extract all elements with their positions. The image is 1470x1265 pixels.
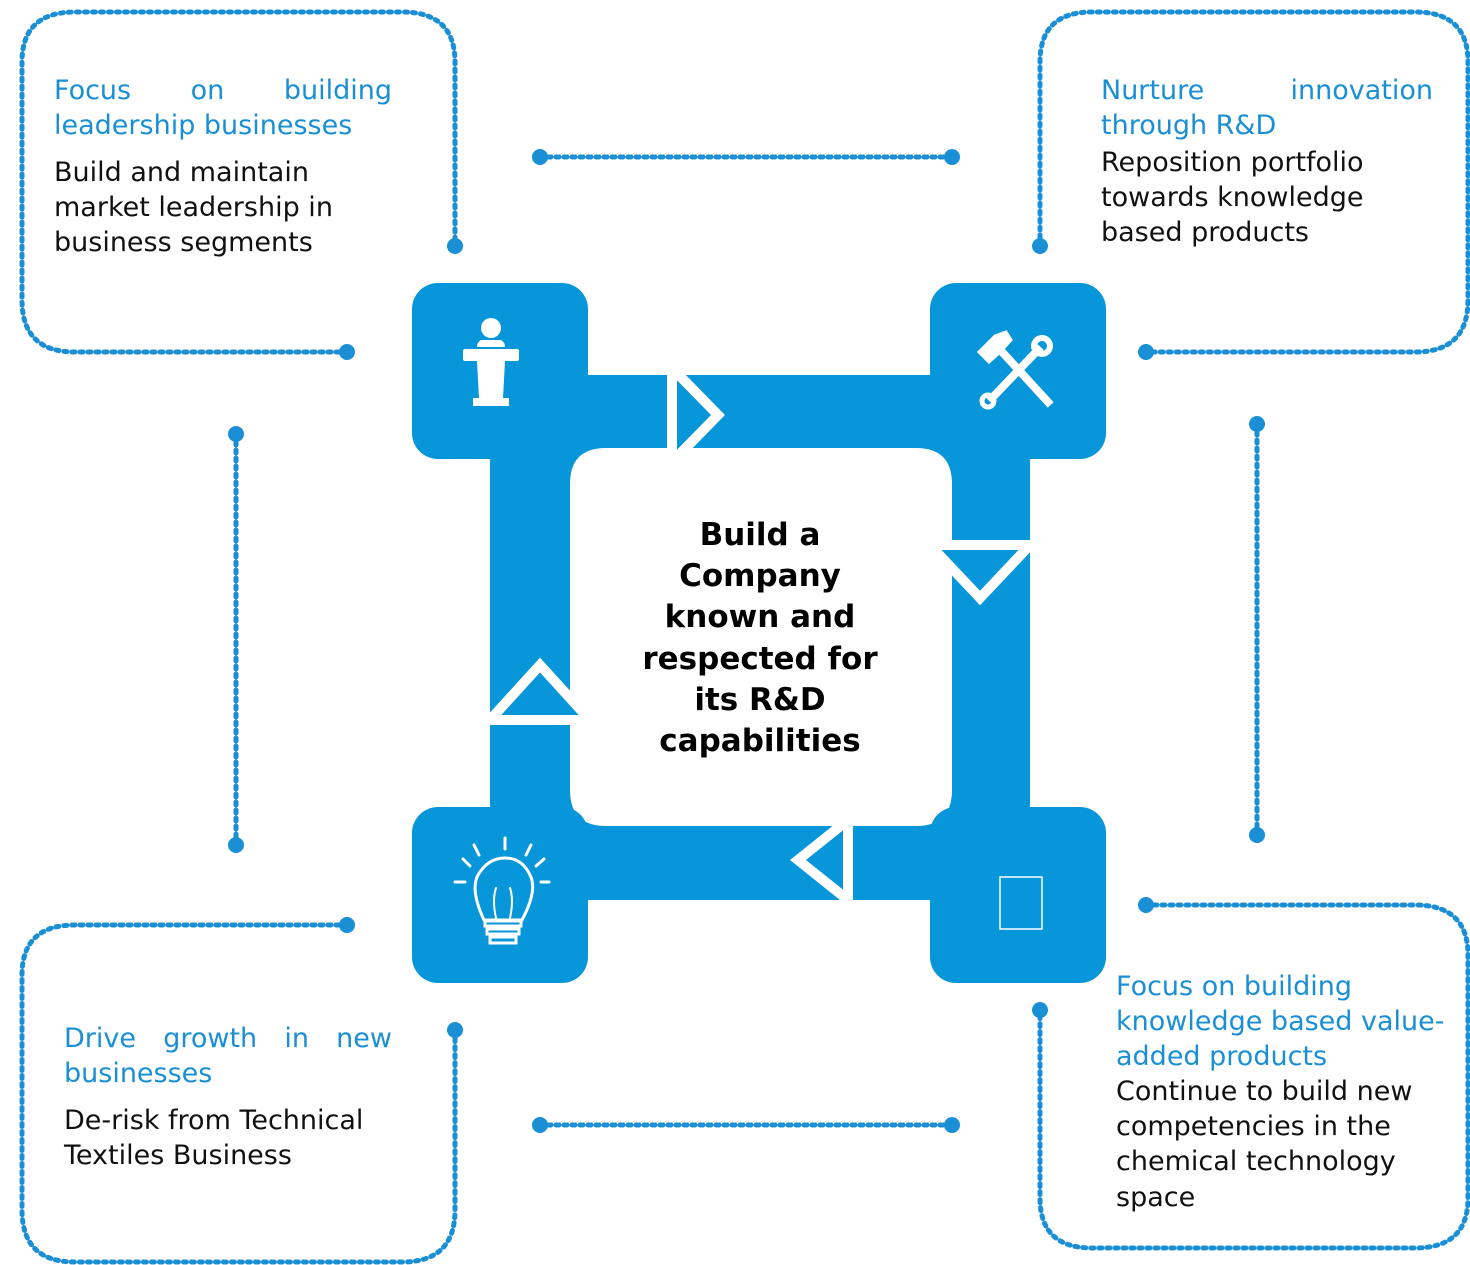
frame-top-left <box>19 9 458 355</box>
box-top-left: Focus on building leadership businesses … <box>54 73 392 260</box>
end-dot <box>1032 1002 1048 1018</box>
end-dot <box>447 1022 463 1038</box>
end-dot <box>1249 827 1265 843</box>
box-title: Nurture innovation through R&D <box>1101 75 1433 142</box>
box-top-right: Nurture innovation through R&D Repositio… <box>1101 73 1433 250</box>
arrow-down <box>918 540 1042 606</box>
tools-icon <box>976 330 1054 410</box>
box-title: Focus on building leadership businesses <box>54 75 392 142</box>
arrow-left <box>789 809 853 911</box>
end-dot <box>447 238 463 254</box>
end-dot <box>339 344 355 360</box>
frame-end-dots <box>228 149 1265 1133</box>
arrow-heads <box>478 355 1042 911</box>
end-dot <box>944 1117 960 1133</box>
end-dot <box>1138 344 1154 360</box>
box-bottom-left: Drive growth in new businesses De-risk f… <box>64 1021 392 1173</box>
frame-top-right <box>1037 9 1470 355</box>
end-dot <box>532 149 548 165</box>
box-body: De-risk from Technical Textiles Business <box>64 1105 364 1172</box>
dotted-frames <box>19 9 1470 1265</box>
arrow-up <box>478 657 602 725</box>
box-body: Reposition portfolio towards knowledge b… <box>1101 147 1364 249</box>
lightbulb-icon <box>453 836 551 945</box>
corner-pad-bottom-right <box>930 807 1106 983</box>
box-body: Build and maintain market leadership in … <box>54 157 333 259</box>
end-dot <box>228 837 244 853</box>
end-dot <box>1138 897 1154 913</box>
document-icon <box>999 876 1043 930</box>
end-dot <box>1032 238 1048 254</box>
corner-pad-bottom-left <box>412 807 588 983</box>
center-statement: Build a Company known and respected for … <box>642 517 878 760</box>
end-dot <box>228 426 244 442</box>
frame-bottom-left <box>19 922 458 1265</box>
arrow-right <box>667 355 725 475</box>
box-title: Focus on building knowledge based value-… <box>1116 971 1445 1073</box>
end-dot <box>339 917 355 933</box>
frame-bottom-right <box>1037 902 1470 1251</box>
end-dot <box>1249 416 1265 432</box>
cycle-ring <box>412 283 1106 983</box>
end-dot <box>944 149 960 165</box>
box-body: Continue to build new competencies in th… <box>1116 1076 1413 1213</box>
box-bottom-right: Focus on building knowledge based value-… <box>1116 969 1446 1215</box>
box-title: Drive growth in new businesses <box>64 1023 392 1090</box>
podium-icon <box>463 318 519 406</box>
end-dot <box>532 1117 548 1133</box>
